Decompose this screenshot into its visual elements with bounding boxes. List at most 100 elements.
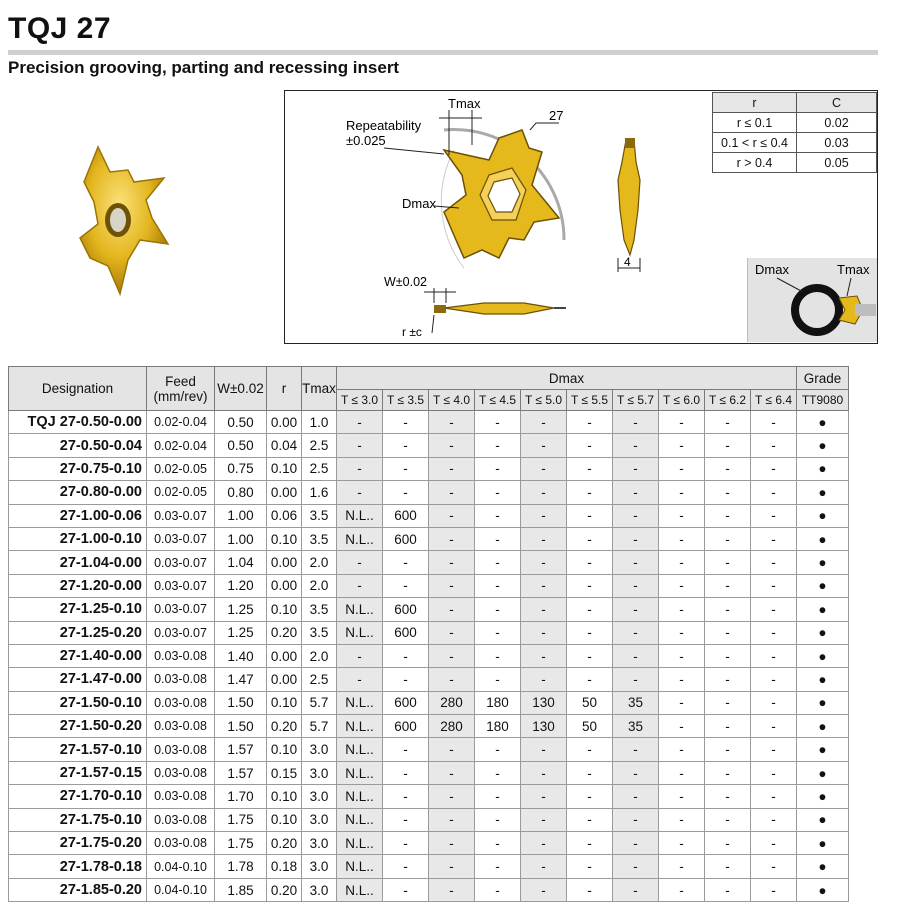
dmax-cell: 180 — [474, 690, 521, 716]
dmax-cell: - — [428, 854, 475, 879]
tmax-cell: 2.5 — [301, 667, 337, 692]
dmax-cell: - — [750, 433, 797, 458]
dmax-cell: N.L.. — [336, 854, 383, 879]
header-designation: Designation — [8, 366, 147, 411]
header-feed-label: Feed — [165, 373, 196, 389]
grade-availability-cell: ● — [796, 597, 849, 622]
dmax-cell: - — [428, 480, 475, 505]
dmax-cell: - — [750, 877, 797, 902]
dmax-label: Dmax — [402, 196, 436, 211]
dmax-cell: - — [428, 737, 475, 762]
dmax-cell: - — [566, 667, 613, 692]
designation-code: 27-1.20-0.00 — [59, 577, 142, 594]
feed-cell: 0.03-0.08 — [146, 690, 215, 716]
dmax-cell: - — [520, 480, 567, 505]
dmax-cell: N.L.. — [336, 877, 383, 902]
dmax-cell: - — [658, 597, 705, 622]
tol-cell: 0.1 < r ≤ 0.4 — [712, 132, 797, 153]
feed-cell: 0.03-0.08 — [146, 737, 215, 762]
dmax-cell: - — [704, 643, 751, 669]
radius-cell: 0.00 — [266, 667, 302, 692]
dmax-cell: - — [474, 503, 521, 528]
dmax-cell: - — [658, 807, 705, 833]
dmax-cell: - — [612, 433, 659, 458]
dmax-cell: N.L.. — [336, 760, 383, 786]
tmax-label: Tmax — [448, 96, 481, 111]
dmax-cell: - — [336, 433, 383, 458]
dmax-cell: N.L.. — [336, 690, 383, 716]
width-cell: 1.04 — [214, 550, 267, 575]
radius-cell: 0.00 — [266, 409, 302, 435]
dmax-cell: - — [428, 760, 475, 786]
tmax-cell: 2.0 — [301, 573, 337, 599]
designation-prefix: TQJ — [27, 414, 60, 431]
dmax-cell: - — [428, 643, 475, 669]
dmax-cell: - — [520, 807, 567, 833]
dmax-cell: - — [658, 831, 705, 856]
dmax-cell: 180 — [474, 714, 521, 739]
dmax-cell: - — [566, 620, 613, 645]
feed-cell: 0.04-0.10 — [146, 854, 215, 879]
header-dmax: Dmax — [336, 366, 797, 390]
dmax-cell: - — [566, 760, 613, 786]
designation-cell: 27-0.50-0.04 — [8, 433, 147, 458]
page-subtitle: Precision grooving, parting and recessin… — [8, 58, 400, 77]
dmax-cell: - — [750, 643, 797, 669]
dmax-cell: - — [566, 737, 613, 762]
designation-code: 27-1.85-0.20 — [59, 882, 142, 898]
dmax-cell: - — [750, 503, 797, 528]
feed-cell: 0.03-0.08 — [146, 667, 215, 692]
dmax-cell: - — [382, 433, 429, 458]
dmax-cell: - — [658, 667, 705, 692]
designation-code: 27-0.80-0.00 — [59, 484, 142, 501]
designation-code: 27-1.57-0.10 — [59, 741, 142, 758]
dmax-cell: - — [520, 667, 567, 692]
dmax-cell: - — [382, 409, 429, 435]
dmax-cell: 50 — [566, 714, 613, 739]
feed-cell: 0.03-0.08 — [146, 807, 215, 833]
dmax-cell: 600 — [382, 620, 429, 645]
dmax-cell: - — [612, 573, 659, 599]
repeatability-value: ±0.025 — [346, 133, 386, 148]
designation-cell: 27-1.00-0.10 — [8, 526, 147, 552]
dmax-cell: - — [474, 831, 521, 856]
dmax-cell: - — [750, 597, 797, 622]
grade-availability-cell: ● — [796, 760, 849, 786]
header-tmax: Tmax — [301, 366, 337, 411]
tol-cell: 0.02 — [796, 112, 877, 133]
dmax-cell: - — [612, 854, 659, 879]
dmax-cell: - — [474, 667, 521, 692]
dmax-cell: - — [382, 456, 429, 482]
dmax-cell: - — [612, 760, 659, 786]
dmax-cell: - — [520, 409, 567, 435]
header-t-col: T ≤ 4.0 — [428, 389, 475, 411]
designation-code: 27-1.40-0.00 — [59, 648, 142, 665]
dmax-cell: - — [520, 643, 567, 669]
feed-cell: 0.03-0.07 — [146, 573, 215, 599]
header-grade-col: TT9080 — [796, 389, 849, 411]
dmax-cell: - — [520, 456, 567, 482]
dmax-cell: - — [474, 550, 521, 575]
feed-cell: 0.02-0.04 — [146, 409, 215, 435]
designation-code: 27-1.78-0.18 — [59, 858, 142, 875]
header-feed: Feed (mm/rev) — [146, 366, 215, 411]
dmax-cell: - — [612, 737, 659, 762]
tmax-cell: 3.5 — [301, 503, 337, 528]
designation-cell: 27-1.25-0.10 — [8, 597, 147, 622]
tol-header-r: r — [712, 92, 797, 113]
tmax-cell: 3.5 — [301, 620, 337, 645]
tmax-cell: 5.7 — [301, 690, 337, 716]
insert-side-view — [617, 138, 641, 257]
dmax-cell: - — [612, 526, 659, 552]
radius-cell: 0.20 — [266, 877, 302, 902]
dmax-cell: - — [750, 620, 797, 645]
designation-cell: 27-1.50-0.20 — [8, 714, 147, 739]
insert-photo — [79, 145, 170, 297]
dmax-cell: - — [474, 760, 521, 786]
dmax-cell: - — [428, 784, 475, 809]
designation-code: 27-1.47-0.00 — [59, 671, 142, 688]
